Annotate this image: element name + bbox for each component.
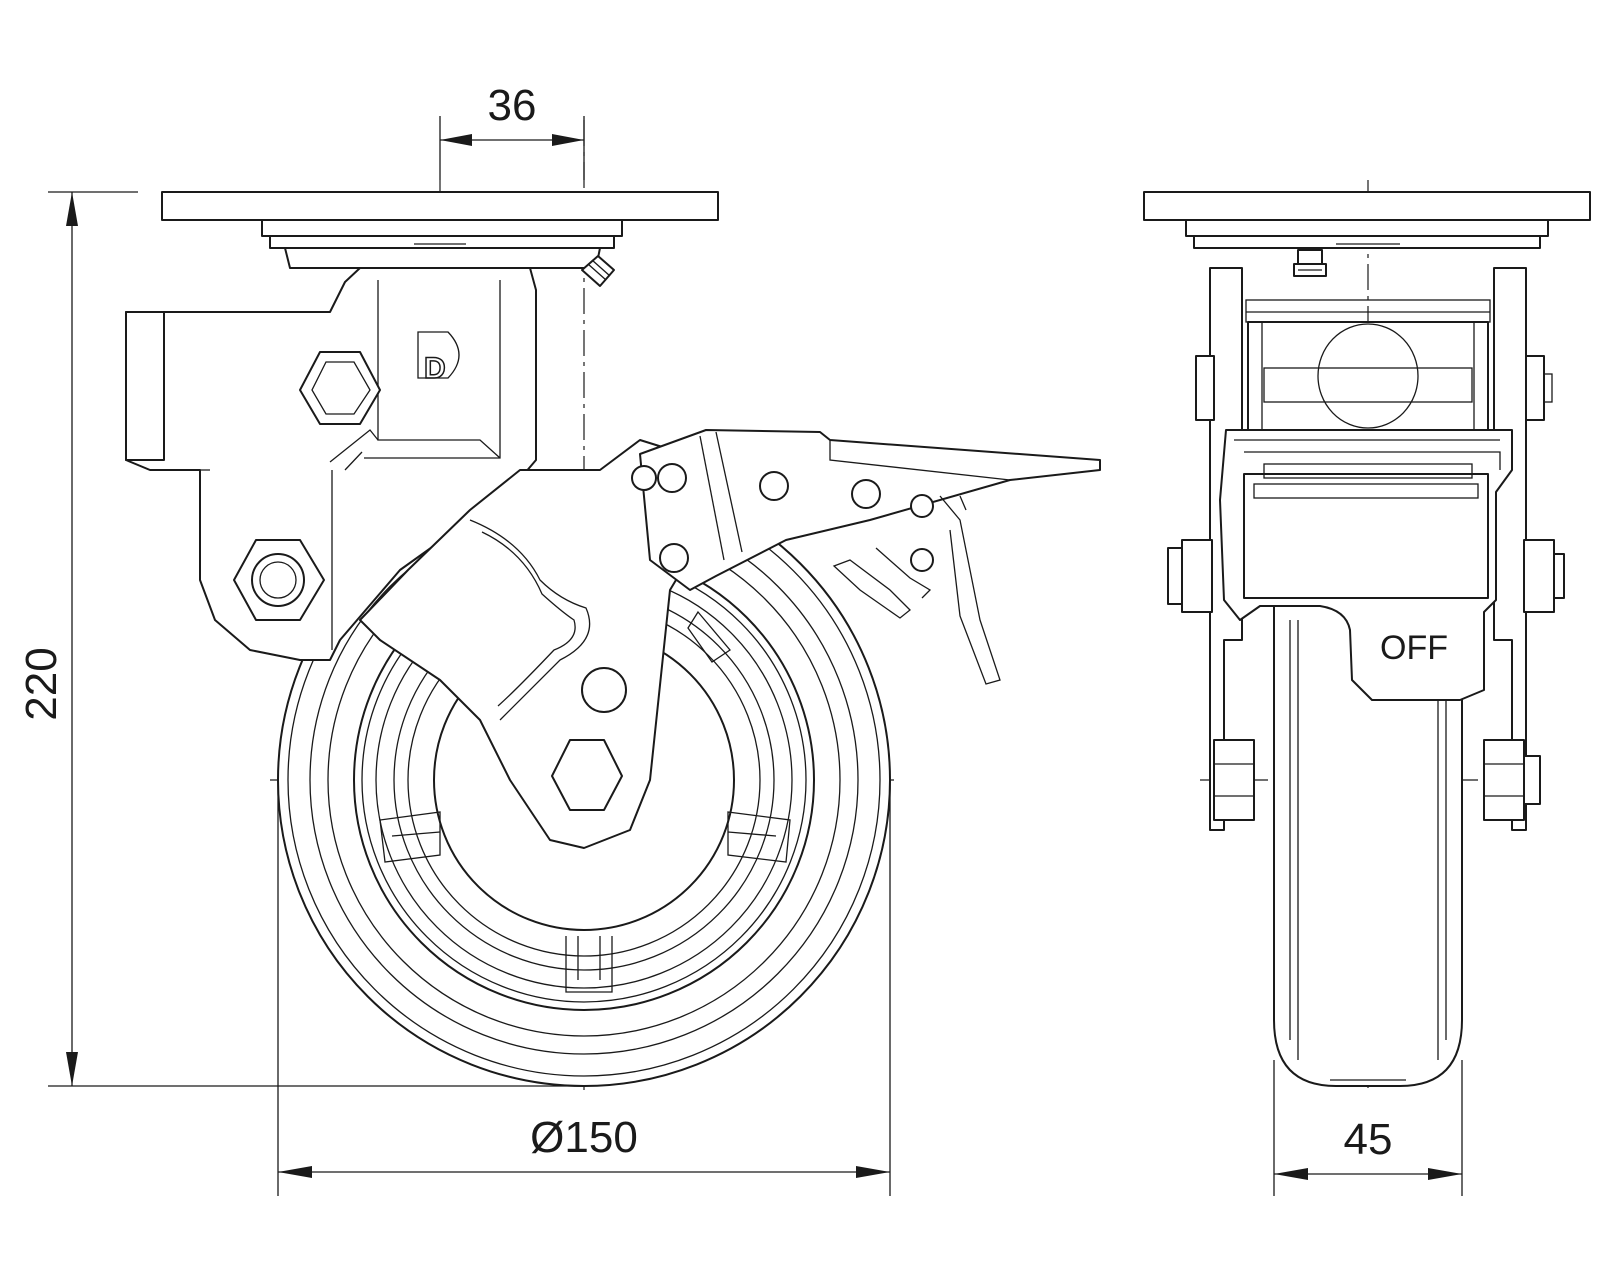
wheel-diameter-label: Ø150: [530, 1113, 638, 1162]
axle-nut: [1483, 739, 1525, 821]
fork-hole: [581, 667, 627, 713]
side-view: D: [17, 81, 1101, 1196]
wheel-width-label: 45: [1344, 1115, 1393, 1164]
brake-bolt-right: [1523, 539, 1555, 613]
brake-housing-front: OFF: [1167, 429, 1565, 701]
dimension-height: 220: [17, 191, 584, 1087]
swivel-housing: D: [125, 267, 537, 661]
fork-bolt-right-upper: [1525, 355, 1545, 421]
grease-nipple-side: [581, 255, 615, 287]
grease-nipple-front: [1293, 249, 1327, 277]
lever-hole-2: [759, 471, 789, 501]
brake-off-label: OFF: [1380, 629, 1448, 667]
height-label: 220: [17, 647, 66, 720]
manufacturer-logo: D: [424, 352, 446, 385]
fork-plate: [359, 439, 701, 849]
front-view: OFF 45: [1143, 180, 1591, 1196]
lever-hole-6: [910, 548, 934, 572]
axle-hex-nut: [551, 739, 623, 811]
dimension-offset: 36: [439, 81, 585, 180]
axle-bolts-front: [1213, 739, 1541, 821]
fork-bolt-left-upper: [1195, 355, 1215, 421]
lever-hole-4: [910, 494, 934, 518]
top-plate-side: [161, 191, 719, 287]
dimension-wheel-diameter: Ø150: [277, 780, 891, 1196]
upper-hex-bolt: [299, 351, 381, 425]
brake-bolt-left: [1167, 547, 1183, 605]
offset-label: 36: [488, 81, 537, 130]
lever-hole-5: [659, 543, 689, 573]
tyre-front: [1273, 599, 1463, 1087]
lever-hole-1: [657, 463, 687, 493]
pivot-hex-nut: [233, 539, 325, 621]
top-plate-front: [1143, 191, 1591, 277]
mounting-plate: [161, 191, 719, 221]
lever-hole-3: [851, 479, 881, 509]
dimension-wheel-width: 45: [1273, 1060, 1463, 1196]
axle-bolt-head: [1213, 739, 1255, 821]
brake-lever: [631, 429, 1101, 685]
spring-cap: [125, 311, 165, 461]
brake-cover: [1243, 473, 1489, 599]
